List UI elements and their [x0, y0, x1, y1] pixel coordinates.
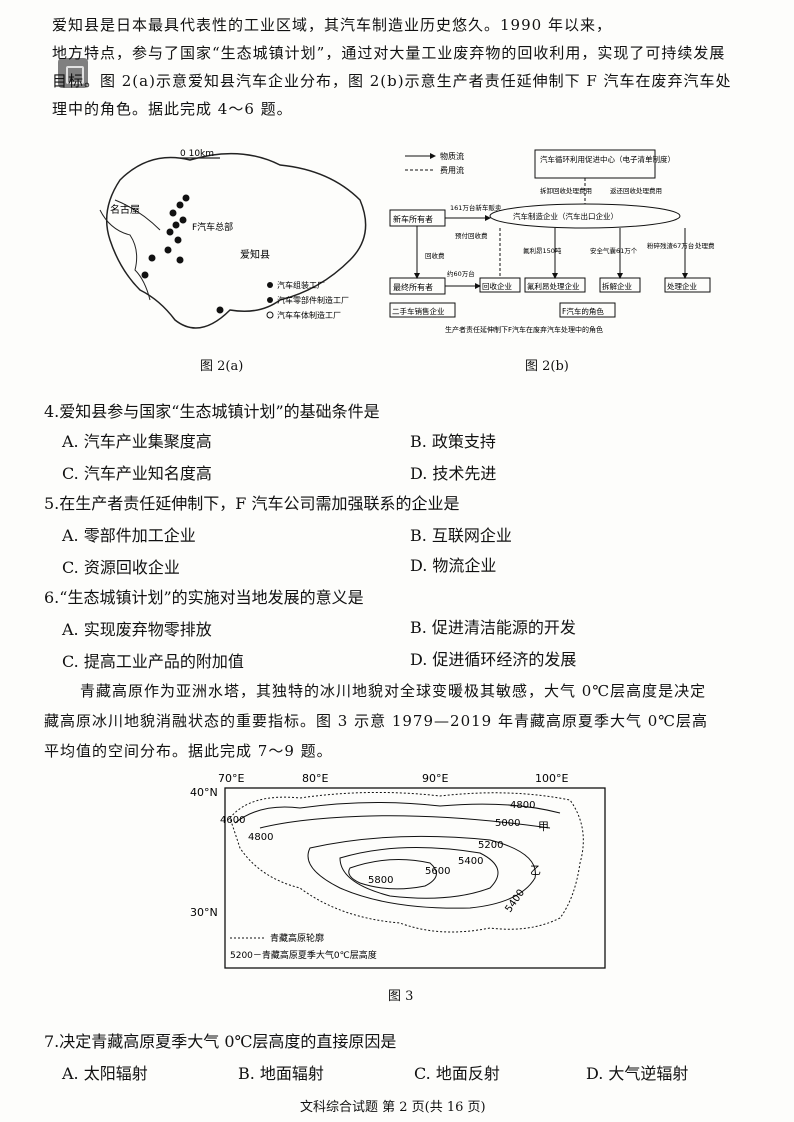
legend-material: 物质流: [440, 151, 464, 161]
intro2-line-3: 平均值的空间分布。据此完成 7～9 题。: [44, 742, 333, 760]
last-owner: 最终所有者: [393, 282, 433, 292]
freon-note: 氟利昂150吨: [523, 246, 562, 255]
q4-stem: 4.爱知县参与国家“生态城镇计划”的基础条件是: [44, 402, 380, 421]
lon-70: 70°E: [218, 772, 244, 785]
figure-3-map: 70°E 80°E 90°E 100°E 40°N 30°N 4600 4800…: [190, 772, 606, 969]
center-note-2: 返还回收处理费用: [610, 186, 662, 195]
f-role-box: F汽车的角色: [562, 306, 604, 316]
figure-2b-caption: 图 2(b): [525, 359, 569, 374]
q5-option-a[interactable]: A. 零部件加工企业: [62, 526, 196, 545]
diagram-bottom-title: 生产者责任延伸制下F汽车在废弃汽车处理中的角色: [445, 325, 603, 334]
q6-option-d[interactable]: D. 促进循环经济的发展: [410, 650, 577, 669]
point-yi: 乙: [530, 864, 541, 877]
lat-30: 30°N: [190, 906, 218, 919]
contour-5400-se: 5400: [503, 888, 527, 915]
legend-outline: 青藏高原轮廓: [270, 932, 324, 944]
factory-markers: [141, 194, 224, 314]
legend-assembly: 汽车组装工厂: [277, 280, 325, 290]
legend-parts: 汽车零部件制造工厂: [277, 295, 349, 305]
freon-company: 氟利昂处理企业: [527, 281, 580, 291]
map-legend: 汽车组装工厂 汽车零部件制造工厂 汽车车体制造工厂: [266, 280, 349, 320]
recycle-company: 回收企业: [482, 281, 512, 291]
contour-5400: 5400: [458, 856, 483, 867]
lat-40: 40°N: [190, 786, 218, 799]
q6-option-b[interactable]: B. 促进清洁能源的开发: [410, 618, 576, 637]
legend-fee: 费用流: [440, 165, 464, 175]
contour-5600: 5600: [425, 866, 450, 877]
units-60: 约60万台: [447, 269, 475, 278]
figure-2b-diagram: 物质流 费用流 汽车循环利用促进中心（电子清单制度） 拆卸回收处理费用 返还回收…: [389, 149, 715, 334]
disposal-company: 处理企业: [667, 281, 697, 291]
overlay-logo-icon: [58, 58, 88, 88]
intro2-line-2: 藏高原冰川地貌消融状态的重要指标。图 3 示意 1979—2019 年青藏高原夏…: [44, 712, 709, 730]
aichi-outline: [105, 152, 367, 329]
river-line: [114, 199, 161, 231]
point-jia: 甲: [538, 820, 549, 833]
lon-80: 80°E: [302, 772, 328, 785]
coast-line: [99, 209, 151, 301]
q6-stem: 6.“生态城镇计划”的实施对当地发展的意义是: [44, 588, 364, 607]
contour-5800: 5800: [368, 875, 393, 886]
q6-option-c[interactable]: C. 提高工业产品的附加值: [62, 652, 244, 671]
q7-option-c[interactable]: C. 地面反射: [414, 1064, 500, 1083]
figure-2a-caption: 图 2(a): [200, 359, 244, 374]
q4-option-b[interactable]: B. 政策支持: [410, 432, 496, 451]
legend-contour: 5200－青藏高原夏季大气0℃层高度: [230, 949, 377, 961]
q6-option-a[interactable]: A. 实现废弃物零排放: [62, 620, 212, 639]
intro2-line-1: 青藏高原作为亚洲水塔，其独特的冰川地貌对全球变暖极其敏感，大气 0℃层高度是决定: [80, 682, 707, 700]
sales-note: 161万台新车贩卖: [450, 203, 502, 212]
plateau-outline: [229, 791, 584, 933]
figure-3-caption: 图 3: [388, 989, 414, 1004]
contour-4600: 4600: [220, 815, 245, 826]
intro-line-4: 理中的角色。据此完成 4～6 题。: [52, 100, 293, 118]
q4-option-d[interactable]: D. 技术先进: [410, 464, 497, 483]
q7-option-b[interactable]: B. 地面辐射: [238, 1064, 324, 1083]
scale-label: 0 10km: [180, 149, 214, 159]
used-car-company: 二手车销售企业: [392, 306, 445, 316]
hq-label: F汽车总部: [192, 221, 233, 233]
q4-option-c[interactable]: C. 汽车产业知名度高: [62, 464, 212, 483]
center-note-1: 拆卸回收处理费用: [540, 186, 592, 195]
contour-5000: 5000: [495, 818, 520, 829]
intro-line-3: 目标。图 2(a)示意爱知县汽车企业分布，图 2(b)示意生产者责任延伸制下 F…: [52, 72, 732, 90]
q7-option-a[interactable]: A. 太阳辐射: [62, 1064, 148, 1083]
region-label: 爱知县: [240, 248, 270, 261]
figure-2a-map: 0 10km 名古屋 F汽车总部 爱知县 汽车组装工厂 汽车零部件制造工厂 汽车…: [99, 149, 367, 329]
contour-4800-w: 4800: [248, 832, 273, 843]
recycle-fee-note: 回收费: [425, 251, 445, 260]
prepay-note: 预付回收费: [455, 231, 488, 240]
lon-90: 90°E: [422, 772, 448, 785]
lon-100: 100°E: [535, 772, 568, 785]
intro-line-1: 爱知县是日本最具代表性的工业区域，其汽车制造业历史悠久。1990 年以来，: [52, 16, 612, 34]
handling-fee: 处理费: [695, 241, 715, 250]
shredder-note: 粉碎残渣67万台: [647, 241, 694, 250]
legend-body: 汽车车体制造工厂: [277, 310, 341, 320]
q5-option-b[interactable]: B. 互联网企业: [410, 526, 512, 545]
city-label: 名古屋: [110, 203, 140, 216]
q4-option-a[interactable]: A. 汽车产业集聚度高: [62, 432, 212, 451]
airbag-note: 安全气囊61万个: [590, 246, 638, 255]
q5-option-d[interactable]: D. 物流企业: [410, 556, 497, 575]
q7-option-d[interactable]: D. 大气逆辐射: [586, 1064, 689, 1083]
new-owner: 新车所有者: [393, 214, 433, 224]
center-box: 汽车循环利用促进中心（电子清单制度）: [540, 154, 675, 164]
contour-4800-e: 4800: [510, 800, 535, 811]
dismantle-company: 拆解企业: [602, 281, 632, 291]
q5-option-c[interactable]: C. 资源回收企业: [62, 558, 180, 577]
q5-stem: 5.在生产者责任延伸制下，F 汽车公司需加强联系的企业是: [44, 494, 460, 513]
contour-5200: 5200: [478, 840, 503, 851]
manufacturer: 汽车制造企业（汽车出口企业）: [513, 211, 618, 221]
q7-stem: 7.决定青藏高原夏季大气 0℃层高度的直接原因是: [44, 1032, 397, 1051]
page-footer: 文科综合试题 第 2 页(共 16 页): [300, 1100, 486, 1115]
intro-line-2: 地方特点，参与了国家“生态城镇计划”，通过对大量工业废弃物的回收利用，实现了可持…: [52, 44, 726, 62]
